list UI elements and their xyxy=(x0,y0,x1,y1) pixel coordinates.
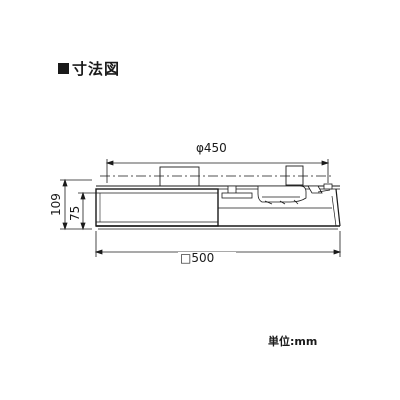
drawing-title: 寸法図 xyxy=(58,58,120,79)
unit-label: 単位:mm xyxy=(268,335,318,348)
internal-components xyxy=(221,183,333,205)
height-total-label: 109 xyxy=(49,193,63,216)
height-body-label: 75 xyxy=(68,206,82,221)
mounting-adapter xyxy=(159,165,304,187)
height-total-dimension xyxy=(60,178,92,231)
height-body-dimension xyxy=(78,191,96,231)
fixture-body xyxy=(95,185,341,230)
diameter-dimension xyxy=(105,159,330,183)
black-square-icon xyxy=(58,63,69,74)
width-label: □500 xyxy=(180,251,214,265)
drawing-title-text: 寸法図 xyxy=(72,60,121,78)
diameter-label: φ450 xyxy=(196,141,227,155)
